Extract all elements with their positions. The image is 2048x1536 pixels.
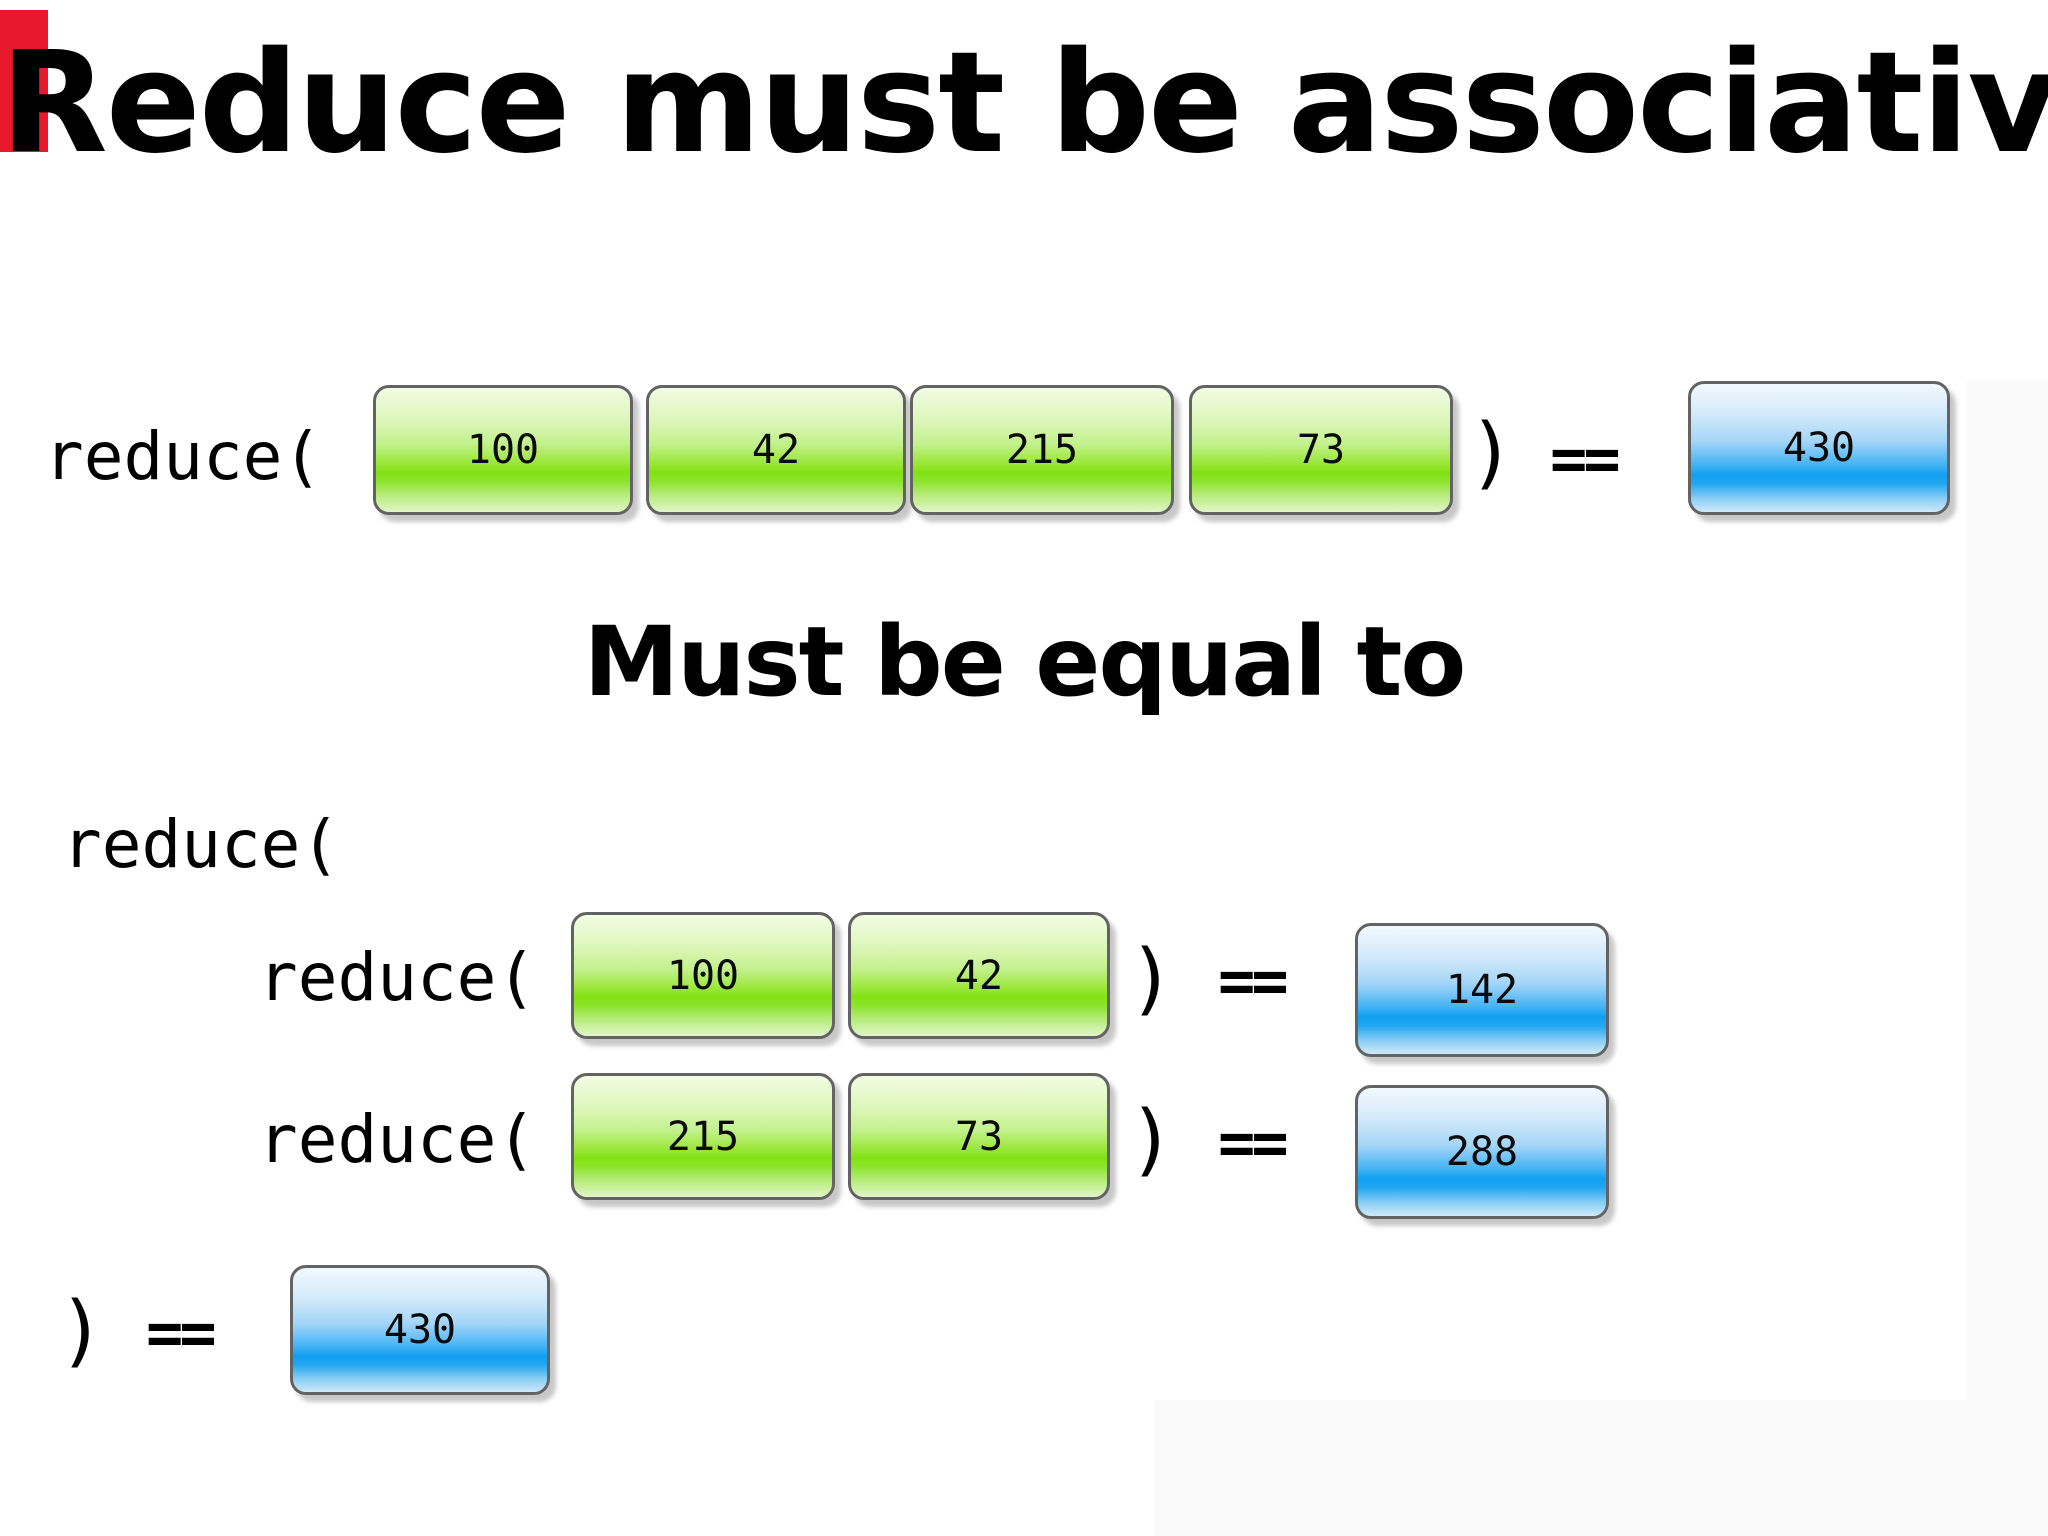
top-close-paren: ) (1468, 408, 1515, 498)
result-box-blue-142: 142 (1355, 923, 1609, 1057)
outer-reduce-call-label: reduce( (62, 806, 341, 883)
value-box-green-100-nested: 100 (571, 912, 835, 1039)
result-box-label: 142 (1445, 967, 1519, 1013)
value-box-green-100: 100 (373, 385, 633, 515)
nested-close-paren-1: ) (1128, 934, 1175, 1024)
nested-reduce-call-label-1: reduce( (258, 939, 537, 1016)
value-box-green-73-nested: 73 (848, 1073, 1110, 1200)
nested-equals-operator-2: == (1218, 1106, 1289, 1179)
value-box-green-73: 73 (1189, 385, 1453, 515)
outer-equals-operator: == (146, 1296, 217, 1369)
top-equals-operator: == (1550, 422, 1621, 495)
value-box-label: 42 (751, 427, 801, 473)
nested-equals-operator-1: == (1218, 944, 1289, 1017)
value-box-label: 73 (1296, 427, 1346, 473)
value-box-label: 73 (954, 1113, 1004, 1160)
faint-gray-right-region (1967, 380, 2048, 1536)
top-reduce-call-label: reduce( (44, 418, 323, 495)
value-box-green-215-nested: 215 (571, 1073, 835, 1200)
result-box-label: 430 (383, 1307, 457, 1353)
result-box-label: 430 (1782, 425, 1856, 471)
value-box-green-215: 215 (910, 385, 1174, 515)
subtitle-must-be-equal: Must be equal to (583, 606, 1467, 718)
value-box-label: 100 (666, 952, 740, 999)
value-box-label: 100 (466, 427, 540, 473)
result-box-blue-430-bottom: 430 (290, 1265, 550, 1395)
value-box-label: 42 (954, 952, 1004, 999)
red-ribbon-accent (0, 10, 48, 152)
value-box-label: 215 (666, 1113, 740, 1160)
nested-reduce-call-label-2: reduce( (258, 1101, 537, 1178)
nested-close-paren-2: ) (1128, 1095, 1175, 1185)
slide-title: Reduce must be associative (0, 22, 2048, 185)
value-box-green-42-nested: 42 (848, 912, 1110, 1039)
result-box-blue-288: 288 (1355, 1085, 1609, 1219)
outer-close-paren: ) (58, 1286, 105, 1376)
value-box-label: 215 (1005, 427, 1079, 473)
result-box-blue-430-top: 430 (1688, 381, 1950, 515)
value-box-green-42: 42 (646, 385, 906, 515)
faint-gray-bottom-region (1155, 1400, 2048, 1536)
result-box-label: 288 (1445, 1129, 1519, 1175)
